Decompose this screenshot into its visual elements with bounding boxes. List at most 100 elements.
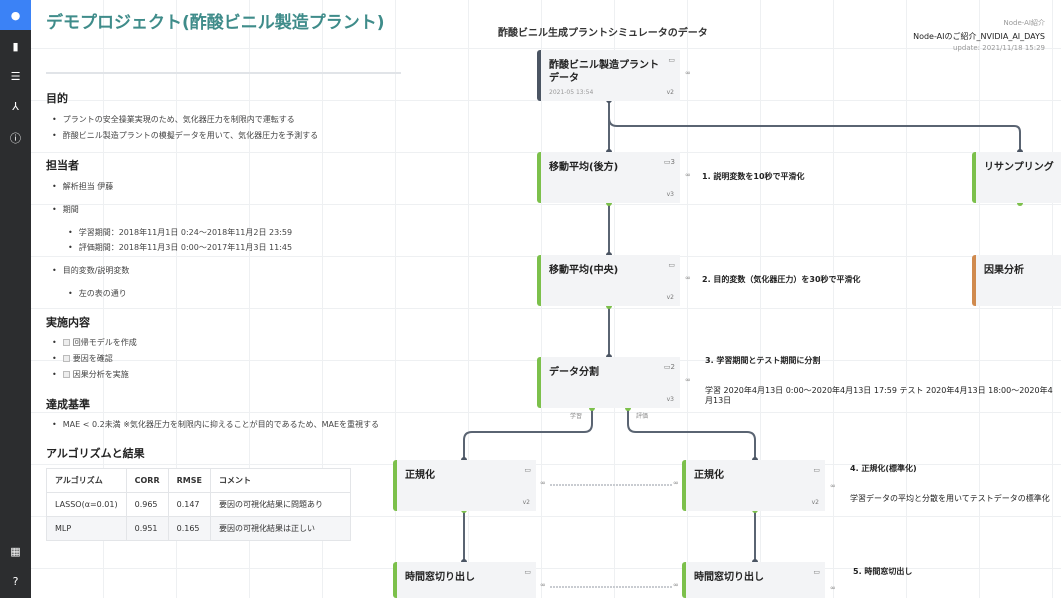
list-item: 評価期間：2018年11月3日 0:00〜2017年11月3日 11:45 xyxy=(68,242,292,253)
list-item: 目的変数/説明変数 xyxy=(52,265,130,276)
column-header: アルゴリズム xyxy=(46,468,127,493)
port-label-eval: 評価 xyxy=(636,413,649,420)
note-4-detail: 学習データの平均と分散を用いてテストデータの標準化 xyxy=(850,494,1050,503)
info-icon[interactable]: ⓘ xyxy=(10,132,21,145)
task-item: 回帰モデルを作成 xyxy=(52,337,137,348)
note-3-detail: 学習 2020年4月13日 0:00〜2020年4月13日 17:59 テスト … xyxy=(705,386,1053,405)
node-moving-average-center[interactable]: 移動平均(中央) ▭ v2 xyxy=(537,255,680,306)
link-icon[interactable]: ∞ xyxy=(540,479,546,487)
node-version: v2 xyxy=(811,499,819,506)
list-item: 学習期間：2018年11月1日 0:24〜2018年11月2日 23:59 xyxy=(68,227,292,238)
checkbox[interactable] xyxy=(62,339,70,346)
task-label: 回帰モデルを作成 xyxy=(72,338,137,347)
link-icon[interactable]: ∞ xyxy=(830,584,836,592)
comment-icon[interactable]: ▭3 xyxy=(663,158,675,166)
comment-icon[interactable]: ▭ xyxy=(668,56,675,64)
node-name: 時間窓切り出し xyxy=(694,572,764,583)
heading-criteria: 達成基準 xyxy=(46,398,90,411)
table-cell: LASSO(α=0.01) xyxy=(46,492,127,517)
note-1: 1. 説明変数を10秒で平滑化 xyxy=(702,172,805,181)
node-name: 酢酸ビニル製造プラントデータ xyxy=(549,60,659,84)
connector xyxy=(627,408,756,460)
network-icon[interactable]: ⅄ xyxy=(12,99,19,113)
node-version: v3 xyxy=(666,396,674,403)
table-cell: 0.951 xyxy=(125,516,169,541)
category-label: Node-AI紹介 xyxy=(1003,19,1046,27)
list-item: プラントの安全操業実現のため、気化器圧力を制限内で運転する xyxy=(52,114,295,125)
node-resampling[interactable]: リサンプリング xyxy=(972,152,1061,203)
task-item: 因果分析を実施 xyxy=(52,369,129,380)
node-data-split[interactable]: データ分割 ▭2 v3 xyxy=(537,357,680,408)
node-name: 正規化 xyxy=(405,470,435,481)
task-item: 要因を確認 xyxy=(52,353,113,364)
heading-owner: 担当者 xyxy=(46,159,79,172)
checkbox[interactable] xyxy=(62,371,70,378)
node-moving-average-back[interactable]: 移動平均(後方) ▭3 v3 xyxy=(537,152,680,203)
node-name: 因果分析 xyxy=(984,265,1024,276)
link-icon[interactable]: ∞ xyxy=(673,479,679,487)
update-time: update: 2021/11/18 15:29 xyxy=(953,44,1045,52)
list-item: 酢酸ビニル製造プラントの模擬データを用いて、気化器圧力を予測する xyxy=(52,130,318,141)
node-name: 移動平均(中央) xyxy=(549,265,619,276)
column-header: コメント xyxy=(209,468,351,493)
node-causal-analysis[interactable]: 因果分析 xyxy=(972,255,1061,306)
page-title: デモプロジェクト(酢酸ビニル製造プラント) xyxy=(46,13,385,33)
table-icon[interactable]: ▦ xyxy=(10,544,21,558)
column-header: CORR xyxy=(125,468,169,493)
comment-icon[interactable]: ▭ xyxy=(813,568,820,576)
project-name[interactable]: Node-AIのご紹介_NVIDIA_AI_DAYS xyxy=(913,32,1045,41)
node-date: 2021-05 13:54 xyxy=(549,89,594,96)
table-cell: 0.165 xyxy=(167,516,211,541)
document-icon[interactable]: ▮ xyxy=(12,39,19,53)
checkbox[interactable] xyxy=(62,355,70,362)
link-icon[interactable]: ∞ xyxy=(540,581,546,589)
link-icon[interactable]: ∞ xyxy=(830,482,836,490)
comment-icon[interactable]: ▭ xyxy=(668,261,675,269)
note-5: 5. 時間窓切出し xyxy=(853,567,913,576)
node-name: リサンプリング xyxy=(984,162,1054,173)
comment-icon[interactable]: ▭ xyxy=(813,466,820,474)
comment-icon[interactable]: ▭ xyxy=(524,466,531,474)
node-name: 正規化 xyxy=(694,470,724,481)
note-3: 3. 学習期間とテスト期間に分割 xyxy=(705,356,821,365)
node-window-train[interactable]: 時間窓切り出し ▭ xyxy=(393,562,536,598)
heading-results: アルゴリズムと結果 xyxy=(46,447,145,460)
node-version: v2 xyxy=(666,89,674,96)
list-item: 左の表の通り xyxy=(68,288,127,299)
heading-tasks: 実施内容 xyxy=(46,316,90,329)
table-cell: 0.965 xyxy=(125,492,169,517)
link-icon[interactable]: ∞ xyxy=(685,69,691,77)
connector xyxy=(608,117,1021,152)
node-window-eval[interactable]: 時間窓切り出し ▭ xyxy=(682,562,825,598)
node-version: v2 xyxy=(666,294,674,301)
node-plant-data[interactable]: 酢酸ビニル製造プラントデータ ▭ 2021-05 13:54 v2 xyxy=(537,50,680,101)
logo-icon[interactable]: ● xyxy=(0,0,31,30)
note-2: 2. 目的変数（気化器圧力）を30秒で平滑化 xyxy=(702,275,861,284)
table-cell: 要因の可視化結果は正しい xyxy=(209,516,351,541)
node-normalize-train[interactable]: 正規化 ▭ v2 xyxy=(393,460,536,511)
node-version: v2 xyxy=(522,499,530,506)
link-icon[interactable]: ∞ xyxy=(685,171,691,179)
node-normalize-eval[interactable]: 正規化 ▭ v2 xyxy=(682,460,825,511)
task-label: 要因を確認 xyxy=(72,354,113,363)
connector xyxy=(463,408,593,460)
task-label: 因果分析を実施 xyxy=(72,370,129,379)
node-name: 移動平均(後方) xyxy=(549,162,619,173)
canvas-title: 酢酸ビニル生成プラントシミュレータのデータ xyxy=(498,28,708,39)
divider xyxy=(46,72,401,74)
link-icon[interactable]: ∞ xyxy=(685,274,691,282)
heading-purpose: 目的 xyxy=(46,92,68,105)
comment-icon[interactable]: ▭2 xyxy=(663,363,675,371)
list-item: MAE < 0.2未満 ※気化器圧力を制限内に抑えることが目的であるため、MAE… xyxy=(52,419,379,430)
link-icon[interactable]: ∞ xyxy=(685,376,691,384)
table-cell: MLP xyxy=(46,516,127,541)
storage-icon[interactable]: ☰ xyxy=(10,69,21,83)
help-icon[interactable]: ? xyxy=(12,574,19,588)
list-item: 解析担当 伊藤 xyxy=(52,181,114,192)
node-name: 時間窓切り出し xyxy=(405,572,475,583)
link-icon[interactable]: ∞ xyxy=(673,581,679,589)
list-item: 期間 xyxy=(52,204,79,215)
comment-icon[interactable]: ▭ xyxy=(524,568,531,576)
